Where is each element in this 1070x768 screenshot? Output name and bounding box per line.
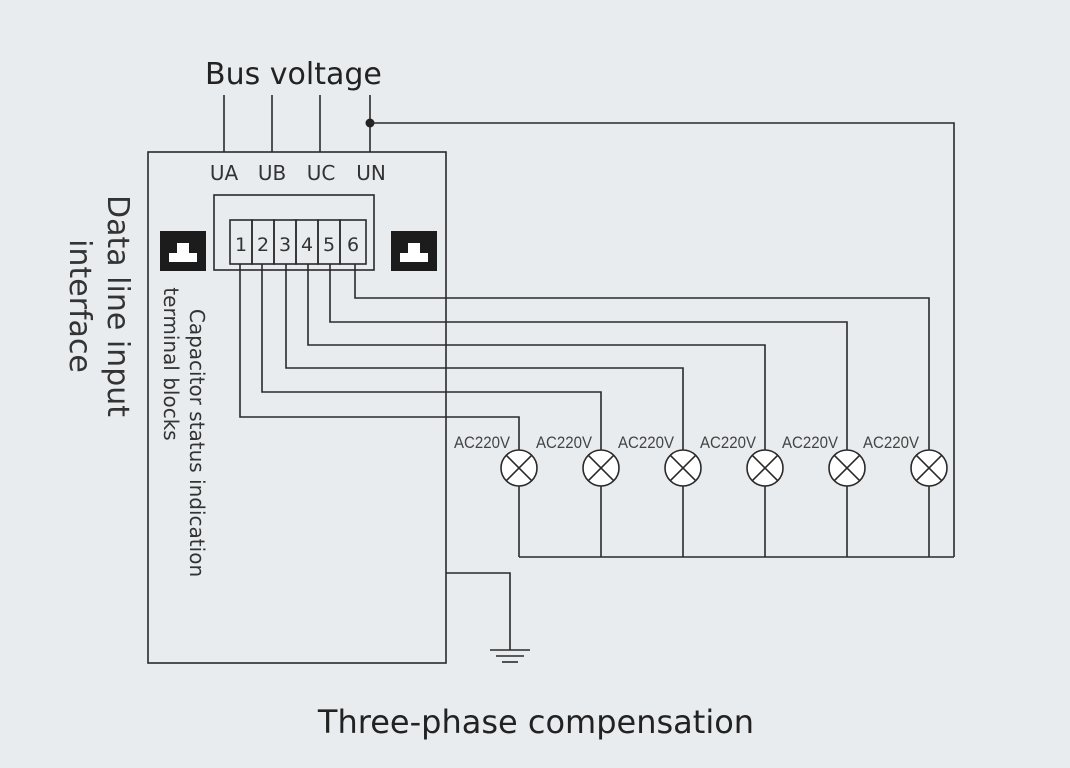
lamp-5 bbox=[828, 449, 866, 487]
terminal-blocks-text: terminal blocks bbox=[159, 287, 183, 440]
controller-box bbox=[147, 151, 447, 664]
three-phase-caption: Three-phase compensation bbox=[317, 703, 754, 741]
neutral-wire bbox=[370, 122, 955, 557]
terminal-number-5: 5 bbox=[323, 234, 335, 256]
wire-terminal-3 bbox=[285, 264, 684, 450]
phase-label-ub: UB bbox=[258, 161, 286, 185]
phase-label-uc: UC bbox=[307, 161, 336, 185]
bus-voltage-title: Bus voltage bbox=[205, 57, 382, 92]
capacitor-status-text: Capacitor status indication bbox=[185, 309, 209, 577]
data-line-interface-text: interface bbox=[62, 239, 97, 373]
data-connector-left-icon bbox=[160, 231, 206, 271]
lamp-2 bbox=[582, 449, 620, 487]
lamp-6 bbox=[910, 449, 948, 487]
terminal-block-label: Capacitor status indication terminal blo… bbox=[159, 287, 209, 577]
ground-wire bbox=[446, 572, 511, 650]
terminal-number-4: 4 bbox=[301, 234, 313, 256]
lamp-3-voltage-label: AC220V bbox=[618, 433, 675, 452]
terminal-cell-6 bbox=[339, 219, 367, 265]
terminal-block-frame bbox=[213, 194, 375, 271]
wire-terminal-6 bbox=[354, 264, 930, 450]
lamp-3 bbox=[664, 449, 702, 487]
lamp-6-voltage-label: AC220V bbox=[863, 433, 920, 452]
terminal-number-6: 6 bbox=[347, 234, 359, 256]
lamp-2-voltage-label: AC220V bbox=[536, 433, 593, 452]
lamp-1-voltage-label: AC220V bbox=[454, 433, 511, 452]
terminal-number-2: 2 bbox=[257, 234, 269, 256]
data-line-input-text: Data line input bbox=[100, 195, 135, 417]
phase-label-un: UN bbox=[356, 161, 386, 185]
ground-icon bbox=[490, 649, 530, 663]
lamp-1 bbox=[500, 449, 538, 487]
lamp-5-voltage-label: AC220V bbox=[782, 433, 839, 452]
terminal-number-3: 3 bbox=[279, 234, 291, 256]
lamp-4-voltage-label: AC220V bbox=[700, 433, 757, 452]
terminal-number-1: 1 bbox=[235, 234, 247, 256]
wire-terminal-1 bbox=[239, 264, 520, 450]
wire-terminal-5 bbox=[329, 264, 848, 450]
data-connector-right-icon bbox=[391, 231, 437, 271]
lamp-4 bbox=[746, 449, 784, 487]
data-line-input-label: Data line input interface bbox=[62, 195, 135, 417]
wire-terminal-4 bbox=[307, 264, 766, 450]
wire-terminal-2 bbox=[261, 264, 602, 450]
phase-label-ua: UA bbox=[210, 161, 239, 185]
